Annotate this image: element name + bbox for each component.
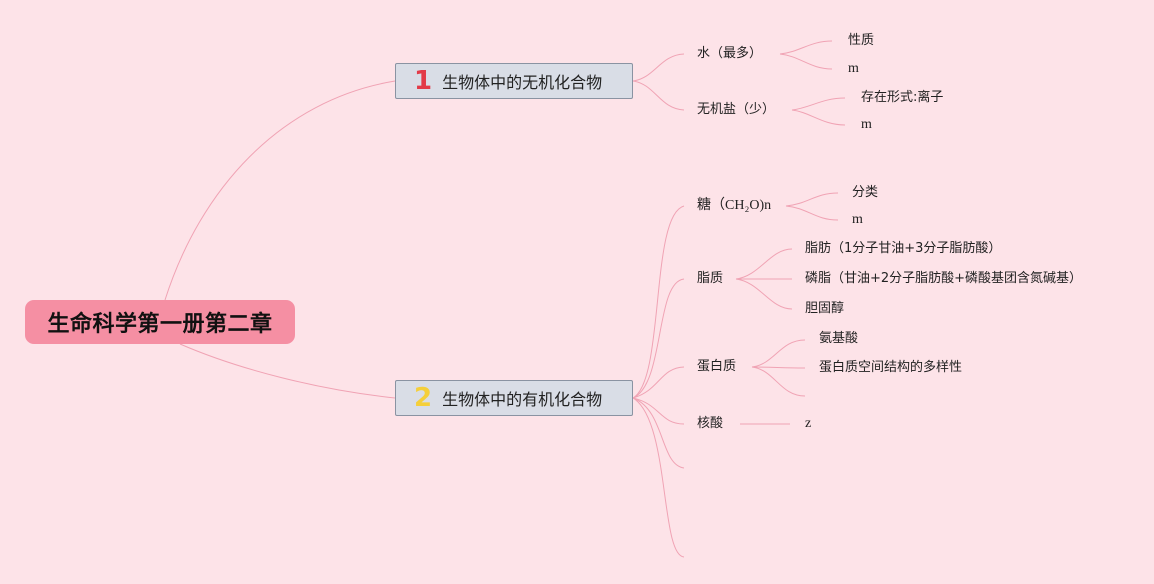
topic-sugar[interactable]: 糖（CH₂O)n bbox=[697, 198, 772, 213]
subtopic-lipid-cholesterol[interactable]: 胆固醇 bbox=[805, 301, 845, 316]
subtopic-lipid-phospholipid[interactable]: 磷脂（甘油+2分子脂肪酸+磷酸基团含氮碱基） bbox=[805, 271, 1083, 286]
edge-protein-amino bbox=[751, 339, 806, 368]
edge-b2-sugar bbox=[632, 205, 685, 399]
subtopic-sugar-m[interactable]: m bbox=[852, 212, 863, 227]
topic-water[interactable]: 水（最多） bbox=[697, 46, 763, 61]
branch-number-1: 1 bbox=[414, 66, 433, 96]
branch-title-organic: 生物体中的有机化合物 bbox=[442, 390, 603, 409]
edge-salt-m bbox=[791, 109, 846, 126]
edge-root-branch-2 bbox=[179, 343, 396, 399]
edge-b2-empty-1 bbox=[632, 397, 685, 469]
edge-sugar-class bbox=[785, 192, 839, 207]
subtopic-lipid-fat[interactable]: 脂肪（1分子甘油+3分子脂肪酸） bbox=[805, 241, 1002, 256]
edge-b2-lipid bbox=[632, 278, 685, 399]
subtopic-water-m[interactable]: m bbox=[848, 61, 859, 76]
branch-node-inorganic[interactable]: 1 生物体中的无机化合物 bbox=[395, 63, 633, 99]
edge-b2-protein bbox=[632, 366, 685, 399]
topic-inorganic-salt[interactable]: 无机盐（少） bbox=[697, 102, 776, 117]
edge-water-property bbox=[779, 40, 833, 55]
edge-b2-nucleic bbox=[632, 397, 685, 425]
subtopic-water-property[interactable]: 性质 bbox=[848, 33, 875, 48]
edge-sugar-m bbox=[785, 205, 839, 221]
subtopic-protein-amino-acid[interactable]: 氨基酸 bbox=[819, 331, 859, 346]
branch-node-organic[interactable]: 2 生物体中的有机化合物 bbox=[395, 380, 633, 416]
root-node[interactable]: 生命科学第一册第二章 bbox=[25, 300, 295, 344]
edge-lipid-fat bbox=[735, 248, 793, 280]
subtopic-protein-structure[interactable]: 蛋白质空间结构的多样性 bbox=[819, 360, 963, 375]
edge-protein-structure bbox=[751, 366, 806, 369]
edge-salt-form bbox=[791, 97, 846, 111]
branch-title-inorganic: 生物体中的无机化合物 bbox=[442, 73, 603, 92]
edge-b1-water bbox=[632, 53, 685, 82]
edge-lipid-cholesterol bbox=[735, 278, 793, 310]
subtopic-nucleic-z[interactable]: z bbox=[805, 416, 812, 431]
edge-b2-empty-2 bbox=[632, 397, 685, 558]
subtopic-sugar-class[interactable]: 分类 bbox=[852, 185, 879, 200]
edge-root-branch-1 bbox=[164, 80, 396, 301]
topic-lipid[interactable]: 脂质 bbox=[697, 271, 724, 286]
edge-b1-salt bbox=[632, 80, 685, 111]
topic-protein[interactable]: 蛋白质 bbox=[697, 359, 737, 374]
subtopic-salt-m[interactable]: m bbox=[861, 117, 872, 132]
branch-number-2: 2 bbox=[414, 383, 433, 413]
topic-nucleic-acid[interactable]: 核酸 bbox=[697, 416, 724, 431]
edge-water-m bbox=[779, 53, 833, 70]
edge-protein-empty bbox=[751, 366, 806, 397]
subtopic-salt-form[interactable]: 存在形式:离子 bbox=[861, 90, 944, 105]
